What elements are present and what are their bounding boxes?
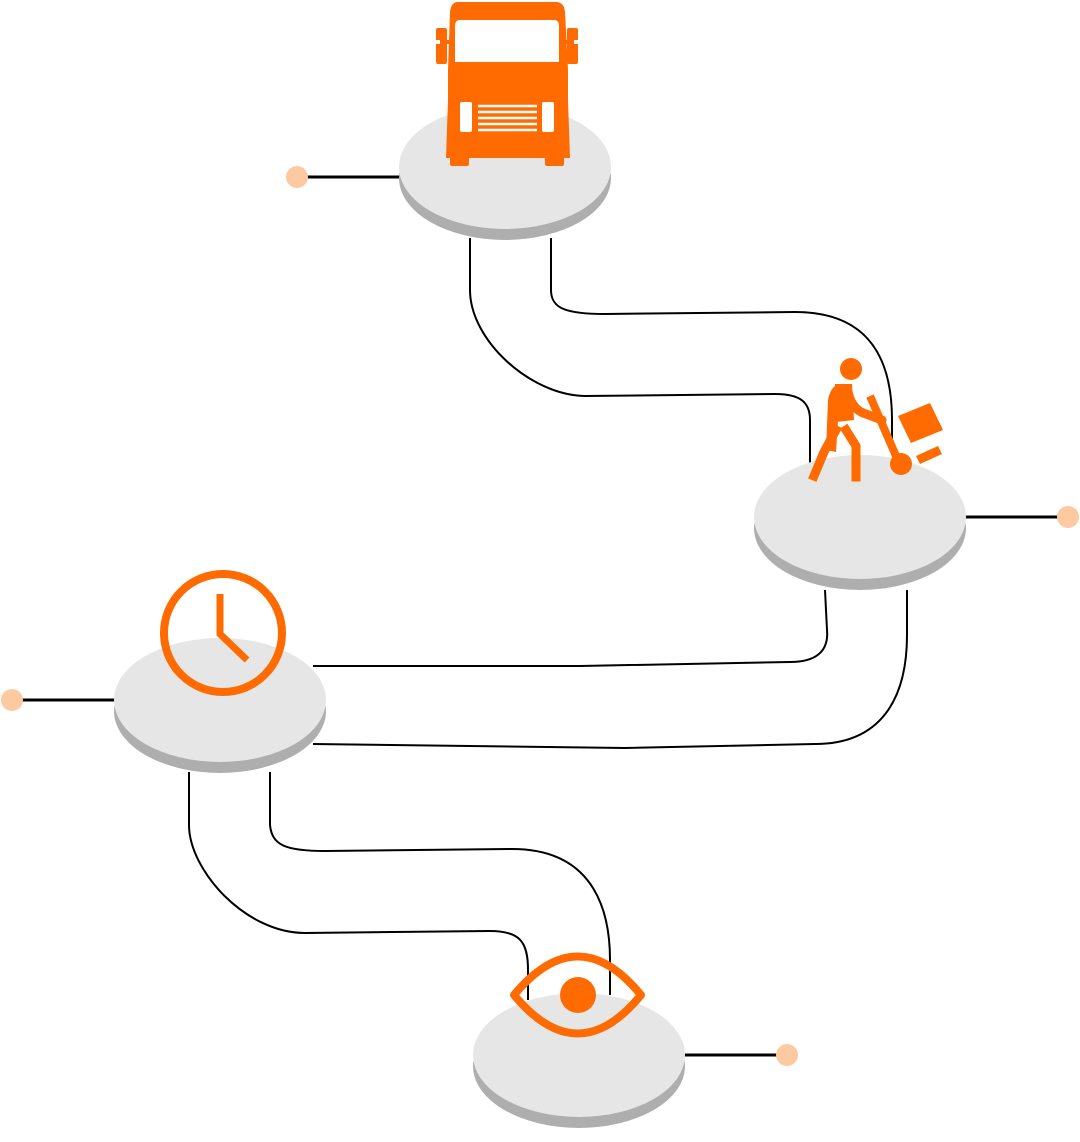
road-1-left-edge bbox=[469, 238, 811, 465]
connector-4 bbox=[682, 1044, 798, 1066]
connector-dot bbox=[1057, 506, 1079, 528]
connector-dot bbox=[1, 689, 23, 711]
connector-2 bbox=[962, 506, 1079, 528]
road-path bbox=[188, 238, 908, 1000]
road-3-right-edge bbox=[269, 772, 611, 995]
road-1-right-edge bbox=[550, 238, 893, 455]
worker-hand-truck-icon bbox=[808, 358, 943, 482]
platform-3 bbox=[114, 638, 326, 773]
eye-icon bbox=[510, 952, 645, 1038]
road-2-lower-edge bbox=[312, 590, 908, 750]
truck-icon bbox=[436, 2, 578, 166]
connector-3 bbox=[1, 689, 118, 711]
clock-icon bbox=[160, 570, 286, 696]
platform-4 bbox=[473, 993, 685, 1128]
platform-2 bbox=[754, 455, 966, 590]
road-3-left-edge bbox=[188, 772, 529, 1000]
connector-dot bbox=[776, 1044, 798, 1066]
connector-dot bbox=[286, 166, 308, 188]
connector-1 bbox=[286, 166, 402, 188]
road-2-upper-edge bbox=[313, 589, 829, 667]
